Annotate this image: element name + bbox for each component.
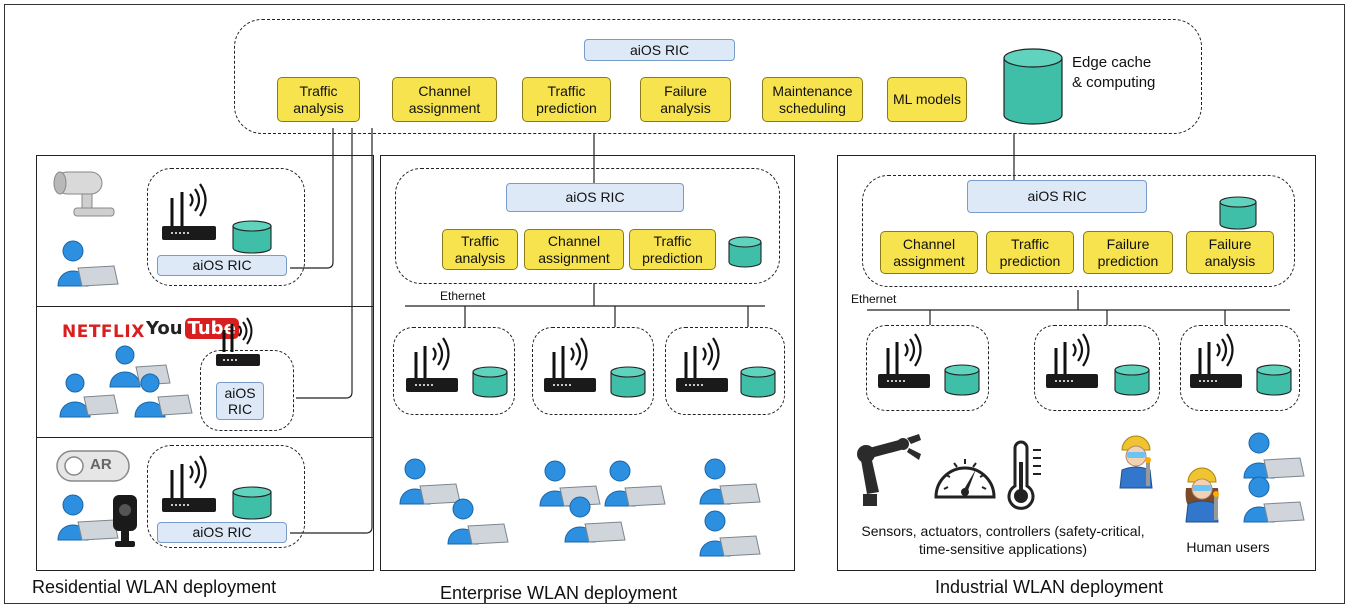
residential-divider — [36, 306, 374, 307]
industrial-ap-group — [1180, 325, 1300, 411]
ar-headset-icon — [56, 450, 130, 482]
robot-arm-icon — [857, 434, 921, 506]
database-icon — [740, 366, 776, 398]
user-laptop-icon — [57, 240, 119, 287]
residential-ric-label-3: aiOS RIC — [157, 522, 287, 543]
edge-function-failure-analysis: Failure analysis — [640, 77, 731, 122]
access-point-icon — [1190, 333, 1242, 388]
industrial-devices-label: Sensors, actuators, controllers (safety-… — [861, 523, 1145, 558]
industrial-caption: Industrial WLAN deployment — [935, 577, 1164, 597]
database-icon — [472, 366, 508, 398]
enterprise-function-traffic-analysis: Traffic analysis — [442, 229, 518, 270]
user-laptop-icon — [57, 494, 119, 541]
webcam-icon — [113, 495, 137, 547]
database-icon — [232, 486, 272, 520]
netflix-logo: NETFLIX — [62, 322, 145, 342]
industrial-ethernet-label: Ethernet — [851, 292, 897, 306]
ar-label: AR — [90, 456, 112, 473]
residential-divider — [36, 437, 374, 438]
database-icon — [1219, 196, 1257, 230]
enterprise-ric-label: aiOS RIC — [506, 183, 684, 212]
access-point-icon — [878, 333, 930, 388]
database-icon — [728, 236, 762, 268]
residential-ap-group — [147, 445, 305, 548]
users-group-icon — [59, 345, 193, 418]
access-point-icon — [406, 337, 458, 392]
database-icon — [1114, 364, 1150, 396]
enterprise-panel — [380, 155, 795, 571]
access-point-icon — [162, 455, 216, 512]
access-point-icon — [216, 317, 260, 366]
database-icon — [944, 364, 980, 396]
industrial-humans-label: Human users — [1186, 539, 1270, 555]
enterprise-controller-boundary — [395, 168, 780, 284]
enterprise-ethernet-label: Ethernet — [440, 289, 486, 303]
user-laptop-icon — [1243, 432, 1305, 479]
residential-ric-label-2: aiOS RIC — [216, 382, 264, 420]
user-laptop-icon — [1243, 476, 1305, 523]
industrial-function-traffic-prediction: Traffic prediction — [986, 231, 1074, 274]
industrial-ap-group — [866, 325, 989, 411]
access-point-icon — [162, 183, 216, 240]
access-point-icon — [676, 337, 728, 392]
residential-ric-label-1: aiOS RIC — [157, 255, 287, 276]
industrial-function-failure-prediction: Failure prediction — [1083, 231, 1173, 274]
industrial-panel — [837, 155, 1316, 571]
edge-function-channel-assignment: Channel assignment — [392, 77, 497, 122]
edge-ric-label: aiOS RIC — [584, 39, 735, 61]
enterprise-ap-group — [532, 327, 654, 415]
worker-icon — [1119, 435, 1153, 489]
youtube-logo-you: You — [146, 318, 183, 339]
thermometer-icon — [1007, 440, 1041, 510]
database-icon — [1256, 364, 1292, 396]
database-icon — [1003, 48, 1063, 125]
access-point-icon — [544, 337, 596, 392]
database-icon — [610, 366, 646, 398]
enterprise-function-traffic-prediction: Traffic prediction — [629, 229, 716, 270]
figure-frame — [4, 4, 1345, 604]
security-camera-icon — [53, 171, 115, 217]
edge-controller-boundary — [234, 19, 1202, 134]
residential-panel — [36, 155, 374, 571]
enterprise-caption: Enterprise WLAN deployment — [440, 583, 678, 603]
enterprise-users-icon — [399, 458, 761, 557]
industrial-function-channel-assignment: Channel assignment — [880, 231, 978, 274]
residential-caption: Residential WLAN deployment — [32, 577, 277, 597]
residential-ap-group — [147, 168, 305, 286]
database-icon — [232, 220, 272, 254]
industrial-ric-label: aiOS RIC — [967, 180, 1147, 213]
edge-cache-label: Edge cache & computing — [1072, 54, 1156, 92]
edge-function-maintenance-scheduling: Maintenance scheduling — [762, 77, 863, 122]
edge-function-traffic-analysis: Traffic analysis — [277, 77, 360, 122]
industrial-controller-boundary — [862, 175, 1295, 287]
edge-function-ml-models: ML models — [887, 77, 967, 122]
enterprise-ap-group — [393, 327, 515, 415]
enterprise-ap-group — [665, 327, 785, 415]
industrial-function-failure-analysis: Failure analysis — [1186, 231, 1274, 274]
residential-ap-group — [200, 350, 294, 431]
worker-icon — [1185, 467, 1219, 523]
access-point-icon — [1046, 333, 1098, 388]
enterprise-function-channel-assignment: Channel assignment — [524, 229, 624, 270]
industrial-ap-group — [1034, 325, 1160, 411]
gauge-icon — [934, 459, 996, 499]
edge-function-traffic-prediction: Traffic prediction — [522, 77, 611, 122]
